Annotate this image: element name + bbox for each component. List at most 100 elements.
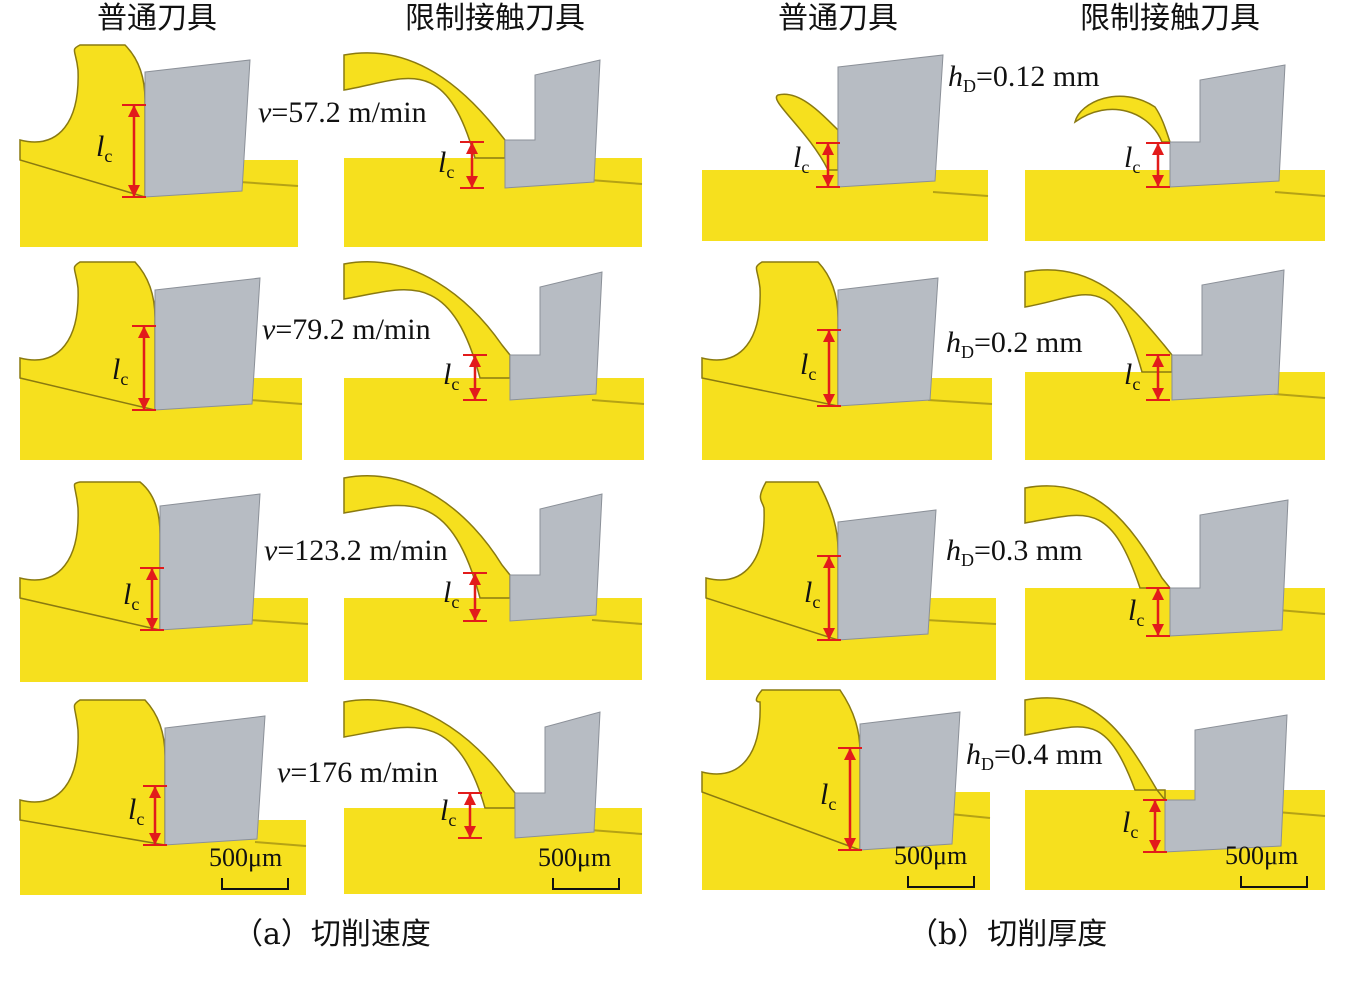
chip — [343, 52, 506, 159]
lc-arrow — [122, 104, 146, 198]
param-b-1: hD=0.12 mm — [948, 60, 1100, 96]
param-b-3: hD=0.3 mm — [946, 534, 1083, 570]
header-b-normal: 普通刀具 — [778, 1, 898, 36]
cutting-tool — [514, 711, 601, 839]
cutting-tool — [1164, 714, 1288, 853]
chip — [1073, 95, 1172, 143]
chip — [19, 699, 166, 846]
workpiece — [344, 378, 644, 460]
chip — [19, 44, 146, 199]
lc-arrow — [817, 555, 841, 641]
lc-label: lc — [1124, 141, 1141, 177]
chip — [343, 261, 511, 379]
param-a-2: v=79.2 m/min — [262, 313, 431, 346]
panel-b-r-3 — [1024, 485, 1326, 680]
panel-b-n-2 — [701, 261, 993, 460]
lc-arrow — [458, 792, 482, 839]
lc-label: lc — [112, 353, 129, 389]
cutting-tool — [504, 59, 601, 189]
param-b-4: hD=0.4 mm — [966, 738, 1103, 774]
lc-label: lc — [128, 793, 145, 829]
chip — [705, 481, 839, 642]
chip — [701, 689, 861, 852]
scale-label-a-normal: 500μm — [209, 843, 283, 872]
lc-label: lc — [800, 348, 817, 384]
caption-b: （b）切削厚度 — [908, 917, 1108, 952]
lc-arrow — [132, 325, 156, 411]
workpiece — [344, 598, 642, 680]
param-a-1: v=57.2 m/min — [258, 96, 427, 129]
panel-b-r-4 — [1024, 697, 1326, 890]
chip — [19, 481, 161, 631]
lc-arrow — [143, 785, 167, 846]
chip — [701, 261, 839, 407]
lc-arrow — [463, 572, 487, 622]
cutting-tool — [144, 59, 251, 198]
workpiece — [344, 158, 642, 247]
lc-label: lc — [123, 578, 140, 614]
param-b-2: hD=0.2 mm — [946, 326, 1083, 362]
lc-arrow — [838, 747, 862, 851]
cutting-tool — [837, 277, 939, 407]
chip — [343, 699, 516, 809]
scale-label-b-normal: 500μm — [894, 841, 968, 870]
panel-a-r-4 — [343, 699, 643, 894]
cutting-tool — [837, 54, 944, 188]
panel-a-r-1 — [343, 52, 643, 247]
panel-b-n-4 — [701, 689, 991, 890]
param-a-3: v=123.2 m/min — [264, 534, 448, 567]
lc-label: lc — [443, 576, 460, 612]
scale-bar-a-normal — [221, 878, 289, 890]
scale-bar-b-restricted — [1240, 876, 1308, 888]
lc-label: lc — [1122, 806, 1139, 842]
panel-a-n-1 — [19, 44, 299, 247]
panel-a-r-3 — [343, 475, 643, 680]
header-a-normal: 普通刀具 — [97, 1, 217, 36]
panel-a-r-2 — [343, 261, 645, 460]
cutting-tool — [159, 493, 261, 631]
scale-bar-a-restricted — [552, 878, 620, 890]
lc-arrow — [817, 329, 841, 407]
lc-label: lc — [1128, 594, 1145, 630]
lc-arrow — [140, 567, 164, 631]
cutting-tool — [509, 493, 603, 622]
header-a-restricted: 限制接触刀具 — [405, 1, 585, 36]
cutting-tool — [154, 277, 261, 411]
caption-a: （a）切削速度 — [233, 917, 431, 952]
panel-a-n-3 — [19, 481, 309, 682]
lc-arrow — [463, 354, 487, 401]
panel-a-n-2 — [19, 261, 303, 460]
lc-label: lc — [443, 358, 460, 394]
lc-label: lc — [438, 146, 455, 182]
lc-arrow — [1146, 587, 1170, 637]
cutting-tool — [837, 509, 937, 641]
lc-label: lc — [440, 794, 457, 830]
param-a-4: v=176 m/min — [277, 756, 439, 789]
lc-label: lc — [793, 141, 810, 177]
panel-b-r-2 — [1024, 269, 1326, 460]
chip — [343, 475, 511, 599]
lc-label: lc — [96, 130, 113, 166]
chip — [1024, 697, 1166, 803]
lc-arrow — [460, 141, 484, 189]
cutting-tool — [1169, 64, 1286, 188]
panel-a-n-4 — [19, 699, 307, 895]
scale-bar-b-normal — [907, 876, 975, 888]
lc-arrow — [1146, 354, 1170, 401]
lc-arrow — [816, 142, 840, 188]
scale-label-a-restricted: 500μm — [538, 843, 612, 872]
lc-label: lc — [804, 576, 821, 612]
panel-b-n-3 — [705, 481, 997, 680]
lc-label: lc — [820, 778, 837, 814]
cutting-tool — [164, 715, 266, 846]
panel-b-r-1 — [1025, 64, 1326, 241]
chip — [775, 93, 839, 171]
lc-label: lc — [1124, 358, 1141, 394]
panel-b-n-1 — [702, 54, 989, 241]
cutting-tool — [859, 711, 961, 851]
lc-arrow — [1146, 142, 1170, 188]
scale-label-b-restricted: 500μm — [1225, 841, 1299, 870]
cutting-tool — [1169, 499, 1289, 637]
cutting-tool — [1171, 269, 1285, 401]
